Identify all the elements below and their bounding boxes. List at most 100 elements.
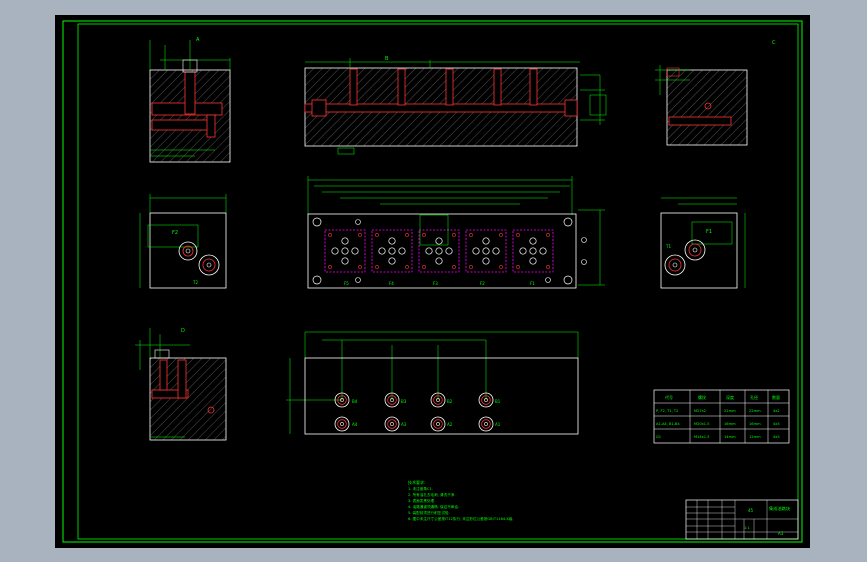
table-cell: 16mm xyxy=(749,422,761,426)
pad-bolt-hole xyxy=(469,265,473,269)
table-cell: A1-A4, B1-B4 xyxy=(656,422,680,426)
table-header: 螺纹 xyxy=(698,394,706,400)
view-top-right-section: C xyxy=(655,40,776,146)
port-outer xyxy=(430,416,446,432)
pad-bolt-hole xyxy=(375,265,379,269)
pad-bolt-hole xyxy=(375,233,379,237)
bottom-port-label: B3 xyxy=(401,399,407,404)
pad-port-hole xyxy=(529,237,537,245)
view-top-left-section: A xyxy=(149,37,231,163)
oil-channel xyxy=(151,389,189,399)
table-cell: 12mm xyxy=(749,435,761,439)
view-label: B xyxy=(385,56,389,62)
pad-bolt-hole xyxy=(358,265,362,269)
view-bottom-left-section: D xyxy=(135,328,227,441)
table-header: 数量 xyxy=(772,394,780,400)
table-cell: M20x1.5 xyxy=(694,422,710,426)
front-port-label: F2 xyxy=(480,281,485,286)
view-bottom: B4 B3 B2 B1 A4 A3 A2 A1 xyxy=(286,331,579,435)
port-thread xyxy=(387,395,397,405)
table-cell: 4x5 xyxy=(773,435,780,439)
mount-hole xyxy=(312,217,322,227)
pad-port-hole xyxy=(519,247,527,255)
pad-port-hole xyxy=(539,247,547,255)
table-cell: P, F2, T1, T2 xyxy=(656,409,678,413)
mount-hole xyxy=(563,275,573,285)
front-port-label: F3 xyxy=(433,281,438,286)
pad-port-hole xyxy=(341,257,349,265)
pad-port-hole xyxy=(388,247,396,255)
note-line: 5. 装配前须进行耐压试验. xyxy=(408,510,450,515)
oil-channel xyxy=(151,119,215,131)
pad-port-hole xyxy=(529,257,537,265)
table-header: 深度 xyxy=(726,394,734,400)
drawing-title: 集成油路块 xyxy=(769,505,791,512)
bottom-port-label: B2 xyxy=(447,399,453,404)
mount-hole xyxy=(563,217,573,227)
bottom-port-label: A2 xyxy=(447,422,453,427)
port-T1 xyxy=(664,254,686,276)
technical-notes: 技术要求: 1. 未注倒角C1. 2. 所有油孔去毛刺, 清洗干净. 3. 表面… xyxy=(408,479,514,521)
pad-bolt-hole xyxy=(405,233,409,237)
bottom-port-label: A4 xyxy=(352,422,358,427)
pad-bolt-hole xyxy=(546,233,550,237)
valve-pad xyxy=(512,229,554,273)
pad-bolt-hole xyxy=(452,233,456,237)
mount-hole xyxy=(312,275,322,285)
vertical-channel xyxy=(493,68,502,106)
pad-port-hole xyxy=(482,257,490,265)
port-thread xyxy=(433,395,443,405)
table-header: 代号 xyxy=(665,394,673,400)
port-label: T1 xyxy=(665,244,671,249)
title-block: 集成油路块 45 1:1 A3 xyxy=(685,499,799,540)
pad-bolt-hole xyxy=(405,265,409,269)
oil-channel xyxy=(184,71,196,115)
section-body xyxy=(666,69,748,146)
port-outer xyxy=(384,416,400,432)
port-outer xyxy=(478,416,494,432)
pad-port-hole xyxy=(435,247,443,255)
pad-port-hole xyxy=(435,237,443,245)
pad-bolt-hole xyxy=(469,233,473,237)
table-header: 孔径 xyxy=(750,394,758,400)
valve-pad xyxy=(465,229,507,273)
table-cell: M14x1.5 xyxy=(694,435,710,439)
pad-port-hole xyxy=(388,237,396,245)
port-thread xyxy=(433,419,443,429)
port-spec-table: 代号 螺纹 深度 孔径 数量 P, F2, T1, T2 M27x2 22mm … xyxy=(653,389,790,444)
outer-frame xyxy=(62,20,803,543)
table-cell: 22mm xyxy=(749,409,761,413)
port-outer xyxy=(334,392,350,408)
port-bore xyxy=(484,398,488,402)
valve-pad xyxy=(324,229,366,273)
pad-port-hole xyxy=(351,247,359,255)
material: 45 xyxy=(748,508,754,513)
view-top-middle-section: B xyxy=(304,56,607,155)
table-cell: 14mm xyxy=(724,435,736,439)
front-port-label: F5 xyxy=(344,281,349,286)
valve-pad-group xyxy=(324,214,554,273)
port-outer xyxy=(334,416,350,432)
note-line: 4. 油路通道须通畅, 保证不串油. xyxy=(408,504,459,509)
pad-bolt-hole xyxy=(358,233,362,237)
scale: 1:1 xyxy=(744,526,750,530)
port-outer xyxy=(384,392,400,408)
vertical-channel xyxy=(397,68,406,106)
oil-channel xyxy=(668,116,732,126)
block-outline xyxy=(304,357,579,435)
port-thread xyxy=(337,419,347,429)
block-outline xyxy=(307,213,577,289)
port-bore xyxy=(436,422,440,426)
pad-bolt-hole xyxy=(328,265,332,269)
pad-port-hole xyxy=(435,257,443,265)
port-label: F1 xyxy=(706,229,712,235)
pad-bolt-hole xyxy=(422,265,426,269)
pad-port-hole xyxy=(378,247,386,255)
port-thread xyxy=(337,395,347,405)
view-front: F5 F4 F3 F2 F1 xyxy=(307,176,605,289)
pad-port-hole xyxy=(529,247,537,255)
note-line: 2. 所有油孔去毛刺, 清洗干净. xyxy=(408,492,456,497)
pad-port-hole xyxy=(482,247,490,255)
